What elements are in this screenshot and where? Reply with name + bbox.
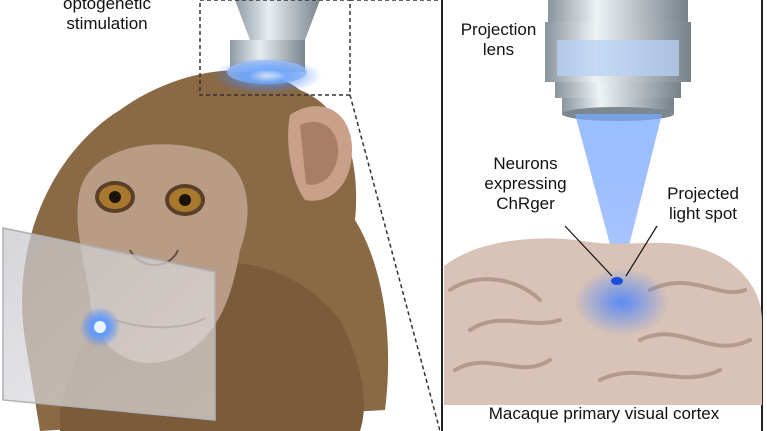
illuminated-region [574,268,670,336]
projection-lens-label: Projection lens [460,20,537,59]
light-beam [575,114,662,282]
spot-pointer [625,225,658,277]
neurons-pointer [564,225,613,277]
brain-caption: Macaque primary visual cortex [488,404,720,423]
optogenetic-stimulation-label: optogenetic stimulation [63,0,151,33]
projection-lens [545,0,691,121]
zoom-box [199,0,351,96]
left-illustration [2,0,440,431]
head-objective-lens [212,0,322,94]
neurons-label: Neurons expressing ChRger [484,154,567,213]
zoom-panel [441,0,763,431]
projected-spot-label: Projected light spot [667,184,739,223]
brain [444,238,762,405]
